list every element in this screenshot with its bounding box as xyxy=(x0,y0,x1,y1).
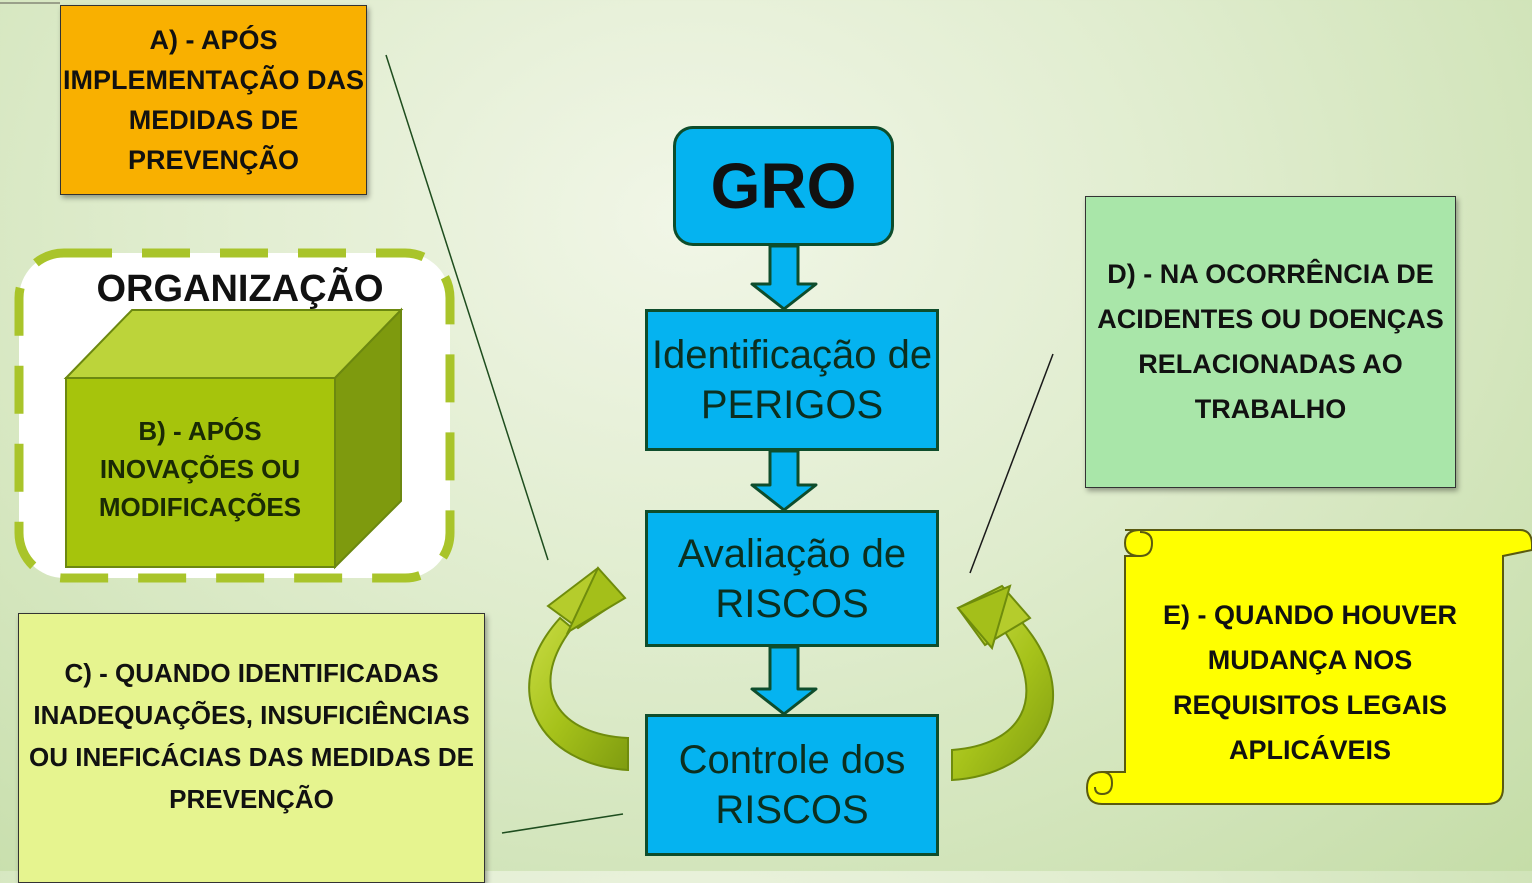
connector-line-a xyxy=(385,54,549,561)
note-d-box: D) - NA OCORRÊNCIA DE ACIDENTES OU DOENÇ… xyxy=(1085,196,1456,488)
risk-assessment-label: Avaliação de RISCOS xyxy=(677,531,907,626)
cube-shape xyxy=(63,307,404,570)
down-arrow-icon xyxy=(750,645,818,716)
note-a-box: A) - APÓS IMPLEMENTAÇÃO DAS MEDIDAS DE P… xyxy=(60,5,367,195)
gro-title: GRO xyxy=(710,150,857,222)
note-a-text: A) - APÓS IMPLEMENTAÇÃO DAS MEDIDAS DE P… xyxy=(63,25,364,175)
note-e-text: E) - QUANDO HOUVER MUDANÇA NOS REQUISITO… xyxy=(1162,600,1457,765)
connector-line-c xyxy=(501,813,624,834)
curved-cycle-arrow-icon xyxy=(951,584,1054,782)
down-arrow-icon xyxy=(750,244,818,311)
note-d-text: D) - NA OCORRÊNCIA DE ACIDENTES OU DOENÇ… xyxy=(1097,259,1444,424)
scroll-shape xyxy=(1085,529,1532,805)
hazard-identification-label: Identificação de PERIGOS xyxy=(651,333,933,427)
risk-assessment-box: Avaliação de RISCOS xyxy=(645,510,939,647)
risk-control-box: Controle dos RISCOS xyxy=(645,714,939,856)
organization-label: ORGANIZAÇÃO xyxy=(96,268,384,310)
hazard-identification-box: Identificação de PERIGOS xyxy=(645,309,939,451)
curved-cycle-arrow-icon xyxy=(528,566,629,772)
gro-box: GRO xyxy=(673,126,894,246)
down-arrow-icon xyxy=(750,449,818,512)
note-c-text: C) - QUANDO IDENTIFICADAS INADEQUAÇÕES, … xyxy=(29,658,474,814)
connector-line-d xyxy=(969,353,1054,574)
risk-control-label: Controle dos RISCOS xyxy=(678,738,906,832)
note-c-box: C) - QUANDO IDENTIFICADAS INADEQUAÇÕES, … xyxy=(18,613,485,883)
note-b-text: B) - APÓS INOVAÇÕES OU MODIFICAÇÕES xyxy=(98,416,302,522)
